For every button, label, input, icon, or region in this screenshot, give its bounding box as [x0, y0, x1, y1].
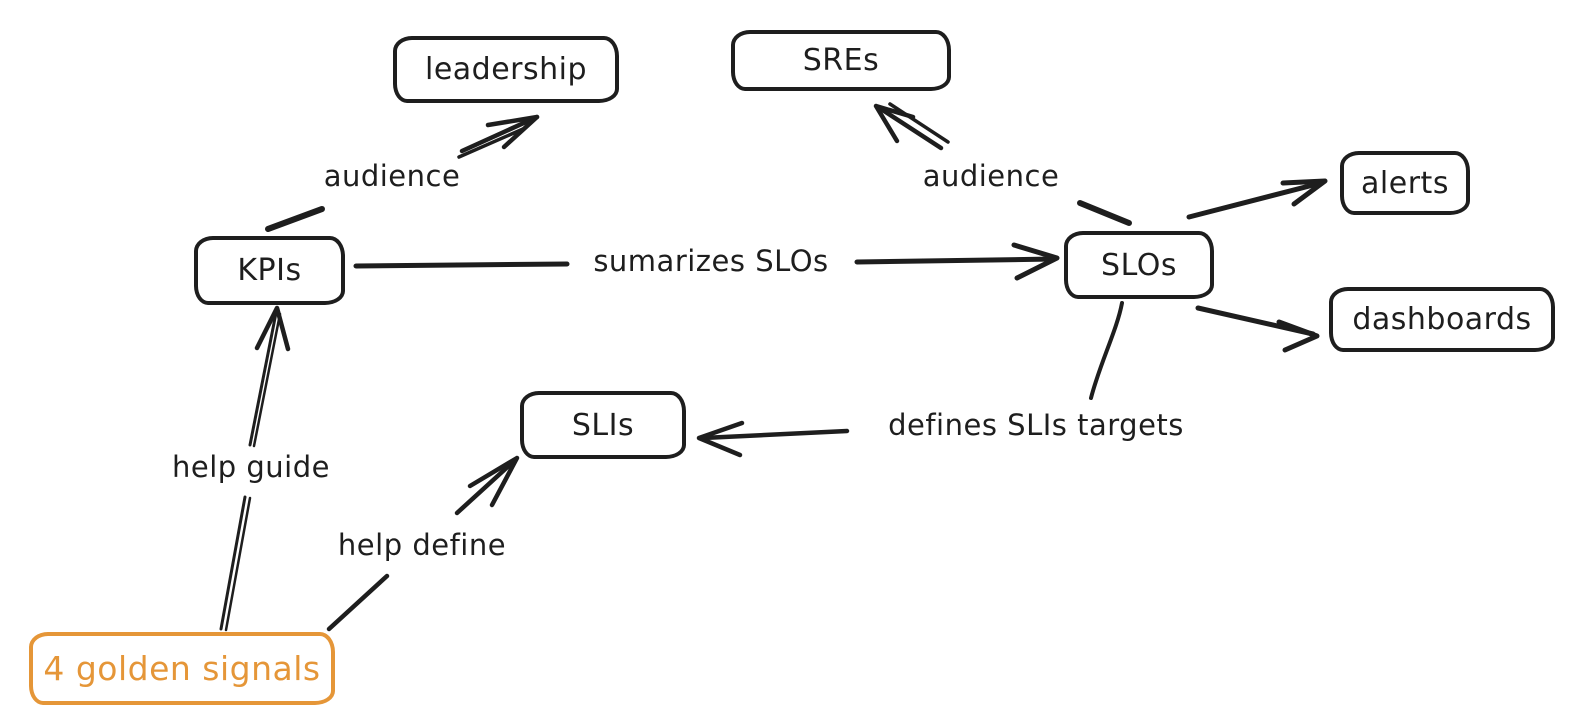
node-slos-label: SLOs — [1101, 247, 1177, 283]
node-alerts-label: alerts — [1361, 165, 1449, 201]
node-leadership-label: leadership — [424, 52, 588, 87]
node-golden-signals[interactable]: 4 golden signals — [29, 632, 335, 705]
node-sres-label: SREs — [802, 43, 880, 78]
edge-label-sumarizes-slos[interactable]: sumarizes SLOs — [589, 244, 833, 278]
edge-kpis-leadership[interactable] — [265, 114, 540, 232]
arrowhead-slos-icon — [1011, 242, 1060, 281]
edge-label-audience-sres[interactable]: audience — [918, 159, 1064, 193]
node-slis[interactable]: SLIs — [520, 391, 686, 459]
edge-label-help-guide[interactable]: help guide — [167, 450, 335, 484]
edge-label-defines-slis-targets[interactable]: defines SLIs targets — [884, 408, 1188, 442]
edge-label-audience-leadership[interactable]: audience — [319, 159, 465, 193]
edge-golden-signals-slis[interactable] — [326, 455, 520, 632]
node-alerts[interactable]: alerts — [1340, 151, 1470, 215]
edge-label-help-define[interactable]: help define — [333, 528, 511, 562]
edge-slos-alerts[interactable] — [1186, 178, 1328, 220]
arrowhead-alerts-icon — [1280, 178, 1328, 207]
node-dashboards[interactable]: dashboards — [1329, 287, 1555, 352]
arrowhead-leadership-icon — [485, 114, 540, 150]
arrowhead-dashboards-icon — [1276, 319, 1320, 353]
edge-golden-signals-kpis[interactable] — [219, 305, 291, 632]
edge-slos-sres[interactable] — [873, 102, 1132, 226]
node-kpis-label: KPIs — [237, 253, 302, 288]
edge-slos-dashboards[interactable] — [1195, 305, 1320, 353]
edge-slos-slis[interactable] — [696, 301, 1124, 458]
node-leadership[interactable]: leadership — [393, 36, 619, 103]
arrowhead-slis-define-icon — [467, 455, 520, 508]
node-slos[interactable]: SLOs — [1064, 231, 1214, 299]
node-golden-signals-label: 4 golden signals — [43, 649, 321, 688]
node-sres[interactable]: SREs — [731, 30, 951, 91]
node-kpis[interactable]: KPIs — [194, 236, 345, 305]
node-dashboards-label: dashboards — [1352, 302, 1532, 337]
edge-kpis-slos[interactable] — [353, 242, 1060, 281]
arrowhead-slis-icon — [696, 420, 745, 458]
node-slis-label: SLIs — [571, 407, 635, 443]
arrowhead-kpis-icon — [254, 305, 291, 352]
arrowhead-sres-icon — [873, 103, 916, 144]
